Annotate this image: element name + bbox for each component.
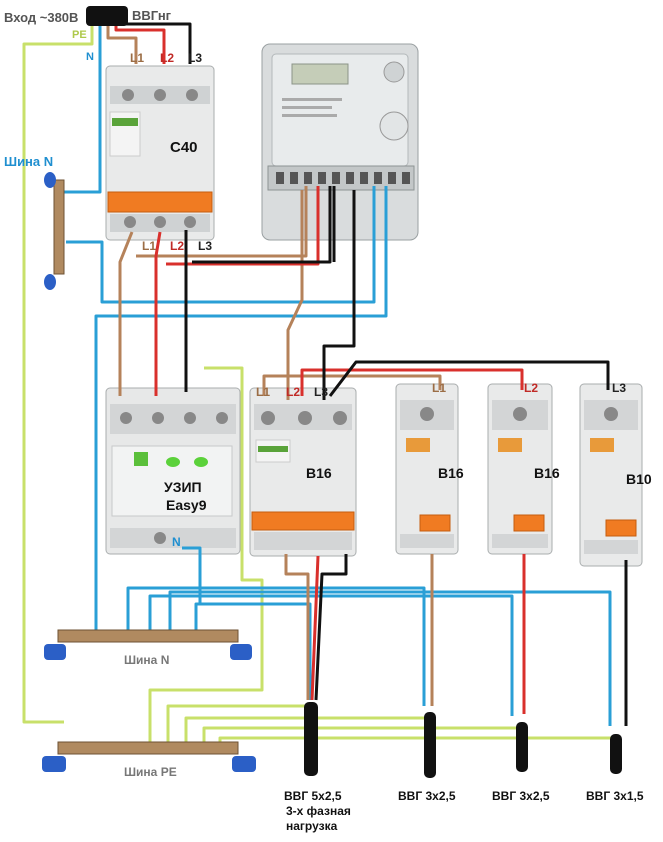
breaker-3p-b16: [249, 387, 357, 557]
b2-l2-label: L2: [524, 381, 538, 395]
input-cable-label: ВВГнг: [132, 8, 172, 23]
output-cables: [304, 702, 622, 778]
bus-n-top: [44, 172, 65, 290]
l2-bottom-label: L2: [170, 239, 184, 253]
bus-n-top-label: Шина N: [4, 154, 53, 169]
l1-bottom-label: L1: [142, 239, 156, 253]
l2-top-label: L2: [160, 51, 174, 65]
spd-line1: УЗИП: [164, 479, 202, 495]
l2-wires: [114, 22, 526, 714]
l1-wires: [106, 22, 442, 706]
cable-2: [424, 712, 436, 778]
cable2-label: ВВГ 3х2,5: [398, 789, 456, 803]
bus-n: [44, 629, 252, 660]
pe-label: PE: [72, 29, 87, 41]
spd-n-label: N: [172, 535, 181, 549]
spd-line2: Easy9: [166, 497, 207, 513]
b3p-l3-label: L3: [314, 385, 328, 399]
bus-pe: [42, 741, 256, 772]
n-label: N: [86, 51, 94, 63]
input-cable: [86, 6, 128, 26]
cable-3phase: [304, 702, 318, 776]
l3-top-label: L3: [188, 51, 202, 65]
main-breaker-rating: C40: [170, 139, 198, 156]
cable-3: [516, 722, 528, 772]
b1-l1-label: L1: [432, 381, 446, 395]
bus-n-label: Шина N: [124, 653, 169, 667]
l3-bottom-label: L3: [198, 239, 212, 253]
cable1-line3: нагрузка: [286, 819, 338, 833]
input-label: Вход ~380В: [4, 10, 78, 25]
cable1-line1: ВВГ 5х2,5: [284, 789, 342, 803]
cable1-line2: 3-х фазная: [286, 804, 351, 818]
l1-top-label: L1: [130, 51, 144, 65]
b3p-l1-label: L1: [256, 385, 270, 399]
bus-pe-label: Шина PE: [124, 765, 177, 779]
breaker-3p-rating: B16: [306, 465, 332, 481]
wires: [22, 22, 628, 744]
l3-wires: [122, 22, 628, 726]
cable3-label: ВВГ 3х2,5: [492, 789, 550, 803]
breaker-l1-rating: B16: [438, 465, 464, 481]
surge-protection-device: [105, 387, 241, 555]
breaker-l3-rating: B10: [626, 471, 652, 487]
b3p-l2-label: L2: [286, 385, 300, 399]
breaker-l1-b16: [395, 383, 459, 555]
b3-l3-label: L3: [612, 381, 626, 395]
breaker-l2-rating: B16: [534, 465, 560, 481]
cable-4: [610, 734, 622, 774]
n-wires: [60, 22, 612, 726]
breaker-l3-b10: [579, 383, 643, 567]
breaker-l2-b16: [487, 383, 553, 555]
main-breaker-c40: [105, 65, 215, 241]
electricity-meter: [261, 43, 419, 241]
cable4-label: ВВГ 3х1,5: [586, 789, 644, 803]
